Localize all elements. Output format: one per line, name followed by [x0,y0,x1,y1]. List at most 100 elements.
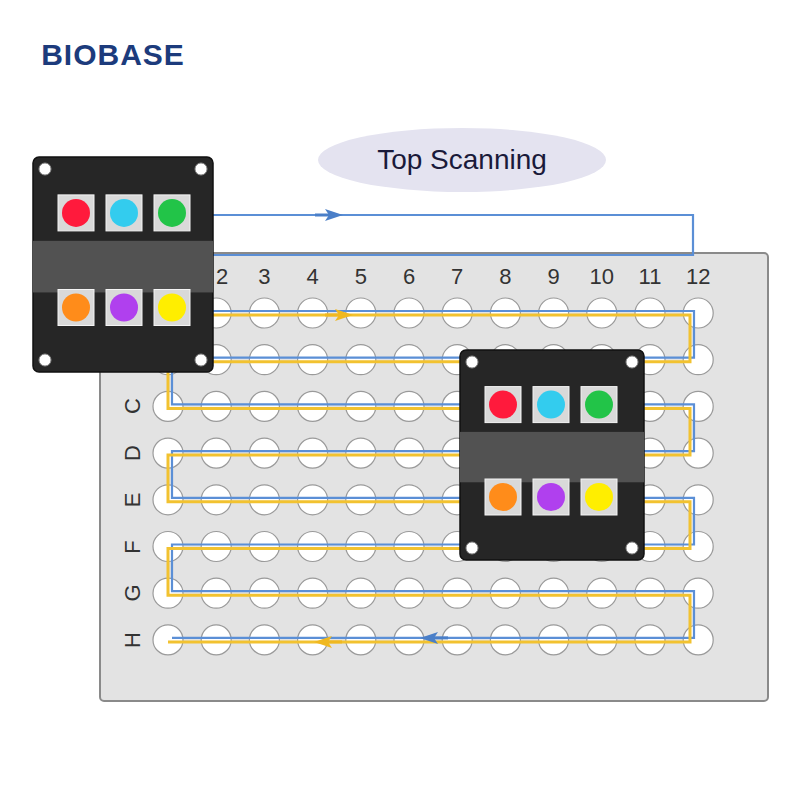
well [346,625,376,655]
well [683,578,713,608]
well [683,438,713,468]
led-socket [533,479,569,515]
column-number: 9 [547,266,559,288]
scanner-module [33,157,213,372]
well [442,298,472,328]
led [489,483,517,511]
well [346,345,376,375]
well [635,298,665,328]
well [201,485,231,515]
screw-hole [626,356,638,368]
well [298,438,328,468]
well [201,625,231,655]
row-letter: H [122,632,144,648]
led-socket [485,479,521,515]
led [585,391,613,419]
column-number: 6 [403,266,415,288]
direction-arrow [315,214,335,217]
well [587,578,617,608]
led [489,391,517,419]
led-socket [58,290,94,326]
well [442,625,472,655]
well [249,532,279,562]
well [201,578,231,608]
well [394,298,424,328]
screw-hole [195,163,207,175]
well [394,625,424,655]
row-letter: D [122,445,144,461]
led-socket [581,387,617,423]
well [683,625,713,655]
well [683,485,713,515]
well [298,391,328,421]
column-number: 2 [216,266,228,288]
well [394,532,424,562]
direction-arrow [325,314,345,317]
well [201,438,231,468]
well [346,532,376,562]
column-number: 12 [686,266,710,288]
oval-fill [318,128,606,192]
well [346,438,376,468]
led [110,294,138,322]
well [683,345,713,375]
well [249,485,279,515]
led-socket [485,387,521,423]
well [298,298,328,328]
row-letter: G [122,585,144,602]
column-number: 11 [639,266,662,288]
column-number: 4 [306,266,318,288]
led [585,483,613,511]
module-housing [33,157,213,372]
well [635,578,665,608]
module-band [460,432,644,482]
led [158,294,186,322]
well [346,298,376,328]
well [153,625,183,655]
column-number: 3 [258,266,270,288]
well [346,391,376,421]
led [158,199,186,227]
column-number: 5 [355,266,367,288]
well [539,578,569,608]
well [298,345,328,375]
well [346,578,376,608]
screw-hole [466,542,478,554]
screw-hole [39,163,51,175]
screw-hole [39,354,51,366]
scan-path-yellow [168,315,690,642]
module-housing [460,350,644,560]
scan-path-blue [172,311,694,638]
wells [153,298,713,655]
direction-arrow [322,640,342,643]
led [62,199,90,227]
row-letter: C [122,398,144,414]
direction-arrow [428,636,448,639]
screw-hole [626,542,638,554]
well [683,298,713,328]
well [201,391,231,421]
well [394,485,424,515]
well [490,578,520,608]
brand-logo: BIOBASE [41,40,185,70]
well [298,485,328,515]
well [539,625,569,655]
well [683,391,713,421]
oval-label: Top Scanning [317,127,607,193]
screw-hole [195,354,207,366]
led [110,199,138,227]
row-letter: E [122,492,144,507]
column-number: 7 [451,266,463,288]
led [537,391,565,419]
well [490,625,520,655]
led-socket [106,195,142,231]
well [298,578,328,608]
led [62,294,90,322]
well [442,578,472,608]
led-socket [154,195,190,231]
well [394,391,424,421]
led-socket [581,479,617,515]
scanner-module [460,350,644,560]
well [587,625,617,655]
